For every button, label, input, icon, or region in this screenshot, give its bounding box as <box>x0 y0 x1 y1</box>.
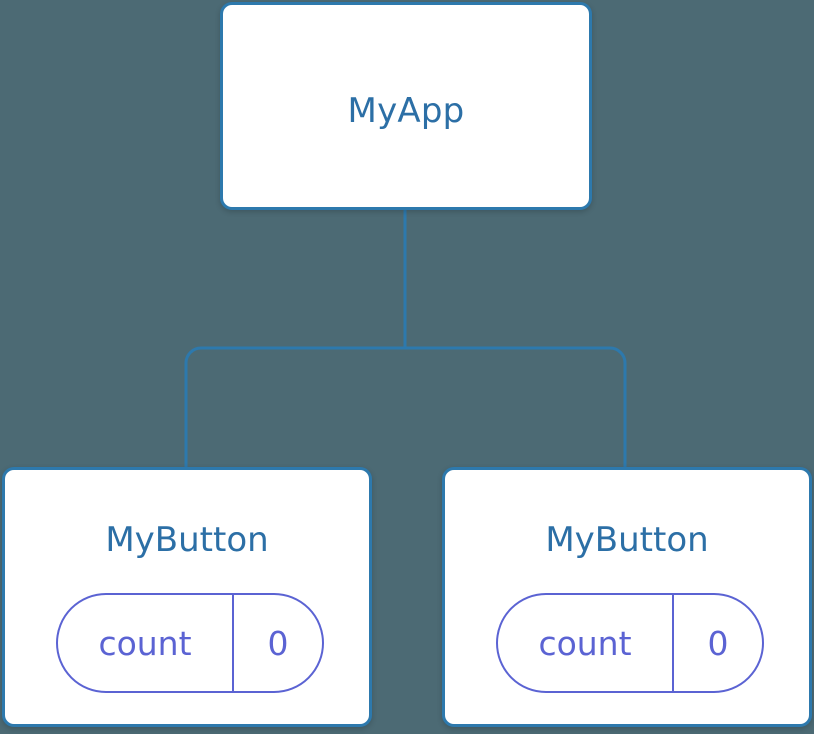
state-value-label: 0 <box>267 623 289 663</box>
connector-branch-right <box>405 346 627 469</box>
component-node-label: MyButton <box>105 520 269 560</box>
state-key-label: count <box>498 595 674 691</box>
component-node-mybutton-0[interactable]: MyButton count 0 <box>2 467 372 727</box>
component-node-label: MyButton <box>545 520 709 560</box>
state-pill[interactable]: count 0 <box>496 593 764 693</box>
connector-branch-left <box>184 346 405 469</box>
state-key-label: count <box>58 595 234 691</box>
state-value-label: 0 <box>707 623 729 663</box>
component-node-mybutton-1[interactable]: MyButton count 0 <box>442 467 812 727</box>
component-node-myapp[interactable]: MyApp <box>220 2 592 210</box>
component-node-label: MyApp <box>347 91 465 131</box>
state-pill[interactable]: count 0 <box>56 593 324 693</box>
